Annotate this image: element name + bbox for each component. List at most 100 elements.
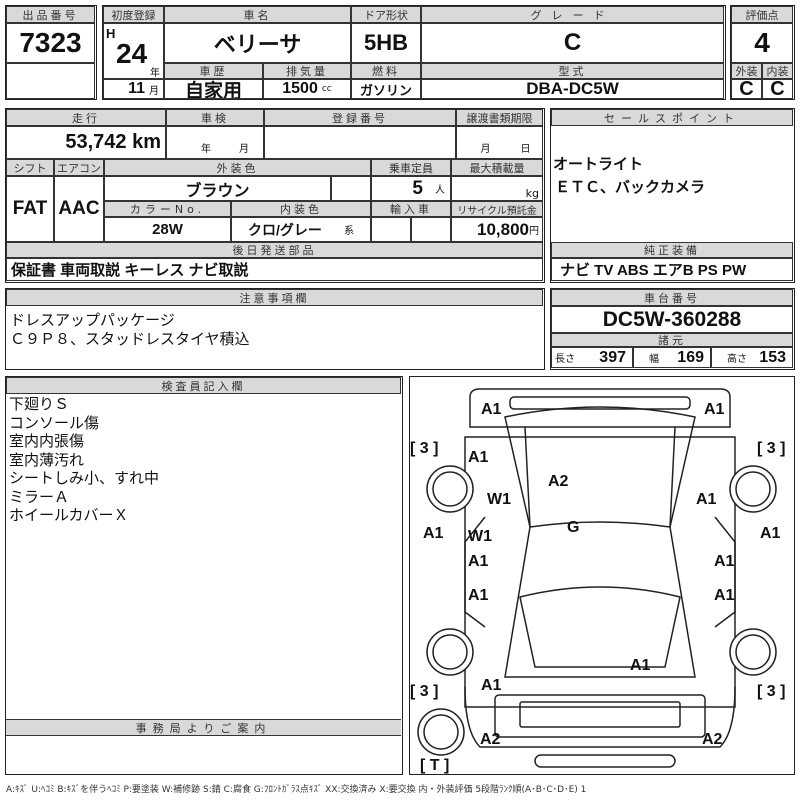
height-value: 153 [759,348,786,366]
reg-no [264,126,456,159]
later-parts: 保証書 車両取説 キーレス ナビ取説 [6,258,543,281]
lot-box: 出品番号 7323 [5,5,97,100]
doc-deadline-label: 譲渡書類期限 [456,109,543,126]
car-box: 初度登録 車名 ドア形状 グレード H 24 年 ベリーサ 5HB C 車歴 排… [102,5,726,100]
doc-deadline: 月日 [456,126,543,159]
year-unit: 年 [201,144,211,155]
inspector-line: 下廻りＳ [9,395,70,413]
notes-box: 注意事項欄 ドレスアップパッケージ Ｃ９Ｐ８、スタッドレスタイヤ積込 [5,288,545,370]
sales-line: ＥＴＣ、バックカメラ [555,179,706,196]
damage-mark: [ 3 ] [757,683,786,700]
door-type: 5HB [351,23,421,63]
int-label: 内装 [762,63,793,79]
later-parts-label: 後日発送部品 [6,242,543,258]
inspector-box: 検査員記入欄 下廻りＳ コンソール傷 室内内張傷 室内薄汚れ シートしみ小、すれ… [5,376,403,775]
width: 幅 169 [633,347,711,368]
year-unit: 年 [150,68,160,79]
damage-mark: A1 [468,587,489,604]
inspector-label: 検査員記入欄 [6,377,401,394]
month: 11 [128,80,145,97]
model-label: 型式 [421,63,724,79]
chassis-label: 車台番号 [551,289,793,306]
displacement-label: 排気量 [263,63,351,79]
import-b [411,217,451,242]
damage-mark: A1 [630,657,651,674]
reg-no-label: 登録番号 [264,109,456,126]
first-reg-label: 初度登録 [103,6,164,23]
recycle-label: リサイクル預託金 [451,201,543,217]
score-label: 評価点 [731,6,793,23]
office-label: 事務局よりご案内 [6,719,401,736]
damage-mark: A2 [702,731,723,748]
displacement-unit: cc [321,84,332,94]
fuel: ガソリン [351,79,421,99]
inspector-line: コンソール傷 [9,413,100,432]
height: 高さ 153 [711,347,793,368]
lot-number: 7323 [6,23,95,63]
day-unit: 日 [520,144,531,155]
height-label: 高さ [727,354,747,365]
width-value: 169 [677,348,704,366]
max-load-label: 最大積載量 [451,159,543,176]
color-no: 28W [104,217,231,242]
shift-label: シフト [6,159,54,176]
mileage: 53,742 km [6,126,166,159]
damage-mark: G [567,519,580,536]
history-label: 車歴 [164,63,263,79]
sales-box: セールスポイント オートライト ＥＴＣ、バックカメラ 純正装備 ナビ TV AB… [550,108,795,283]
damage-diagram: A1 A1 [ 3 ] [ 3 ] A1 A2 W1 A1 G A1 W1 A1… [409,376,795,775]
car-outline-icon [417,388,777,768]
int-color: クロ/グレー 系 [231,217,371,242]
ext-color-blank [331,176,371,201]
inspector-line: ミラーＡ [9,487,70,506]
damage-mark: A2 [548,473,569,490]
int-color-suffix: 系 [343,226,354,237]
spec-label: 諸元 [551,333,793,347]
recycle-value: 10,800 [477,219,529,239]
name-label: 車名 [164,6,351,23]
damage-mark: A1 [704,401,725,418]
width-label: 幅 [649,354,659,365]
inspection-date: 年月 [166,126,264,159]
score-value: 4 [731,23,793,63]
color-no-label: カラーNo. [104,201,231,217]
inspector-notes: 下廻りＳ コンソール傷 室内内張傷 室内薄汚れ シートしみ小、すれ中 ミラーＡ … [9,395,159,525]
capacity-value: 5 [412,177,423,199]
ac: AAC [54,176,104,242]
damage-mark: A1 [714,553,735,570]
inspector-line: 室内薄汚れ [9,450,85,469]
damage-mark: [ 3 ] [410,683,439,700]
chassis-number: DC5W-360288 [551,306,793,333]
int-score: C [762,79,793,99]
sales-label: セールスポイント [551,109,793,126]
damage-mark: A1 [423,525,444,542]
inspector-line: ホイールカバーＸ [9,506,129,524]
int-color-label: 内装色 [231,201,371,217]
car-name: ベリーサ [164,23,351,63]
recycle-unit: 円 [529,226,539,237]
import-label: 輸入車 [371,201,451,217]
damage-mark: [ T ] [420,757,450,774]
capacity-unit: 人 [435,185,445,196]
fuel-label: 燃料 [351,63,421,79]
damage-mark: [ 3 ] [410,440,439,457]
length: 長さ 397 [551,347,633,368]
shift: FAT [6,176,54,242]
month-unit: 月 [480,144,491,155]
inspector-line: 室内内張傷 [9,432,85,450]
sales-line: オートライト [553,156,644,173]
int-color-value: クロ/グレー [248,221,322,238]
ext-label: 外装 [731,63,762,79]
damage-mark: A1 [714,587,735,604]
length-value: 397 [599,348,626,366]
capacity-label: 乗車定員 [371,159,451,176]
length-label: 長さ [555,354,575,365]
load-unit: kg [525,187,539,200]
max-load: kg [451,176,543,201]
chassis-box: 車台番号 DC5W-360288 諸元 長さ 397 幅 169 高さ 153 [550,288,795,370]
grade: C [421,23,724,63]
model: DBA-DC5W [421,79,724,99]
